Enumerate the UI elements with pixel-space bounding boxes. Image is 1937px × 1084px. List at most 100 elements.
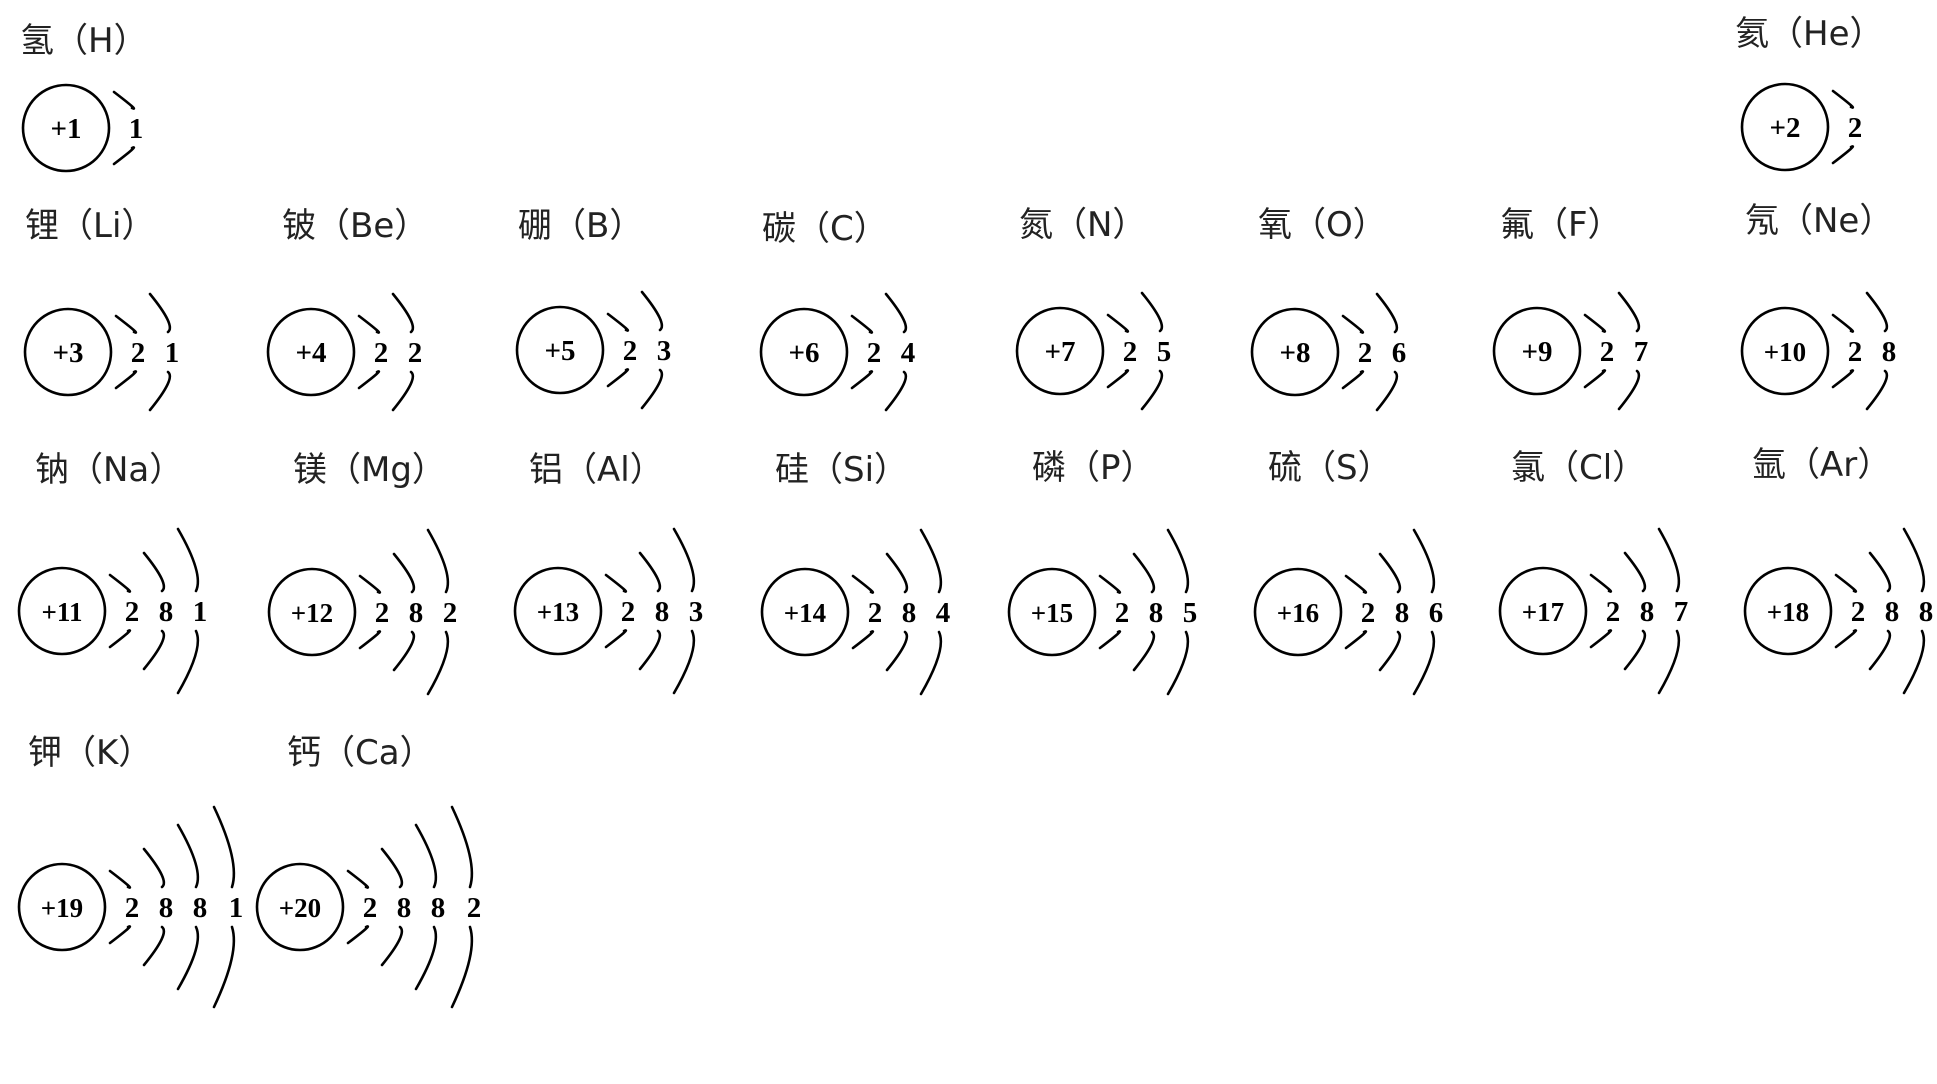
nucleus-charge: +12 xyxy=(291,598,333,628)
electron-shell-arc xyxy=(885,552,909,594)
electron-shell-arc xyxy=(1140,369,1164,411)
electron-shell-arc xyxy=(1583,369,1607,389)
electron-shell-arc xyxy=(1589,573,1613,593)
nucleus-charge: +18 xyxy=(1767,597,1809,627)
electron-shell-arc xyxy=(1834,629,1858,649)
nucleus-circle xyxy=(17,566,107,656)
electron-count: 8 xyxy=(1885,596,1900,628)
electron-shell-arc xyxy=(1623,551,1647,593)
nucleus-circle xyxy=(266,307,356,397)
electron-shell-arc xyxy=(358,574,382,594)
electron-shell-arc xyxy=(1583,313,1607,333)
electron-count: 3 xyxy=(657,335,672,367)
electron-shell-arc xyxy=(1831,369,1855,389)
electron-shell-arc xyxy=(1834,573,1858,593)
electron-shell-arc xyxy=(346,869,370,889)
electron-shell-arc xyxy=(851,574,875,594)
electron-shell-arc xyxy=(1166,630,1190,696)
element-label: 锂（Li） xyxy=(25,206,155,246)
electron-shell-arc xyxy=(108,573,132,593)
electron-shell-arc xyxy=(450,805,474,889)
electron-shell-arc xyxy=(1617,369,1641,411)
electron-count: 2 xyxy=(374,337,389,369)
nucleus-charge: +17 xyxy=(1522,597,1564,627)
electron-shell-arc xyxy=(114,370,138,390)
nucleus-circle xyxy=(255,862,345,952)
electron-shell-arc xyxy=(176,823,200,889)
electron-shell-arc xyxy=(1865,369,1889,411)
electron-shell-arc xyxy=(1868,629,1892,671)
electron-shell-arc xyxy=(604,573,628,593)
element-label: 铝（Al） xyxy=(529,450,664,490)
electron-shell-arc xyxy=(1865,291,1889,333)
electron-count: 8 xyxy=(1149,597,1164,629)
electron-count: 8 xyxy=(159,892,174,924)
electron-shell-arc xyxy=(212,805,236,889)
electron-count: 2 xyxy=(125,596,140,628)
electron-shell-arc xyxy=(176,629,200,695)
electron-shell-arc xyxy=(1106,313,1130,333)
electron-shell-arc xyxy=(426,630,450,696)
electron-count: 5 xyxy=(1183,597,1198,629)
element-label: 钙（Ca） xyxy=(287,733,434,773)
electron-count: 8 xyxy=(409,597,424,629)
electron-shell-arc xyxy=(1098,574,1122,594)
nucleus-charge: +13 xyxy=(537,597,579,627)
nucleus-circle xyxy=(515,305,605,395)
electron-shell-arc xyxy=(380,925,404,967)
electron-shell-arc xyxy=(1132,552,1156,594)
electron-shell-arc xyxy=(450,925,474,1009)
electron-shell-arc xyxy=(1341,370,1365,390)
electron-count: 1 xyxy=(193,596,208,628)
electron-shell-arc xyxy=(1344,574,1368,594)
electron-shell-arc xyxy=(1140,291,1164,333)
electron-count: 2 xyxy=(1600,336,1615,368)
element-label: 磷（P） xyxy=(1032,448,1155,488)
nucleus-circle xyxy=(1740,306,1830,396)
electron-shell-arc xyxy=(108,629,132,649)
electron-count: 2 xyxy=(363,892,378,924)
nucleus-charge: +4 xyxy=(295,337,326,369)
electron-count: 2 xyxy=(1606,596,1621,628)
element-label: 氯（Cl） xyxy=(1511,448,1646,488)
nucleus-charge: +19 xyxy=(41,893,83,923)
electron-shell-arc xyxy=(176,527,200,593)
electron-count: 8 xyxy=(193,892,208,924)
electron-count: 2 xyxy=(1115,597,1130,629)
nucleus-charge: +20 xyxy=(279,893,321,923)
electron-shell-arc xyxy=(672,527,696,593)
nucleus-charge: +14 xyxy=(784,598,826,628)
electron-shell-arc xyxy=(604,629,628,649)
electron-shell-arc xyxy=(176,925,200,991)
electron-count: 8 xyxy=(159,596,174,628)
electron-shell-arc xyxy=(1902,629,1926,695)
electron-shell-arc xyxy=(1412,528,1436,594)
element-label: 铍（Be） xyxy=(282,206,428,246)
electron-shell-arc xyxy=(606,368,630,388)
nucleus-circle xyxy=(23,307,113,397)
nucleus-charge: +8 xyxy=(1279,337,1310,369)
nucleus-charge: +10 xyxy=(1764,337,1806,367)
electron-count: 1 xyxy=(229,892,244,924)
electron-count: 2 xyxy=(443,597,458,629)
electron-shell-arc xyxy=(1868,551,1892,593)
nucleus-circle xyxy=(1492,306,1582,396)
electron-shell-arc xyxy=(148,370,172,412)
electron-count: 3 xyxy=(689,596,704,628)
nucleus-circle xyxy=(1250,307,1340,397)
electron-count: 2 xyxy=(868,597,883,629)
electron-count: 8 xyxy=(397,892,412,924)
electron-shell-arc xyxy=(606,312,630,332)
electron-shell-arc xyxy=(919,630,943,696)
electron-count: 8 xyxy=(1395,597,1410,629)
electron-shell-arc xyxy=(1378,630,1402,672)
electron-shell-arc xyxy=(1375,370,1399,412)
electron-shell-arc xyxy=(1106,369,1130,389)
